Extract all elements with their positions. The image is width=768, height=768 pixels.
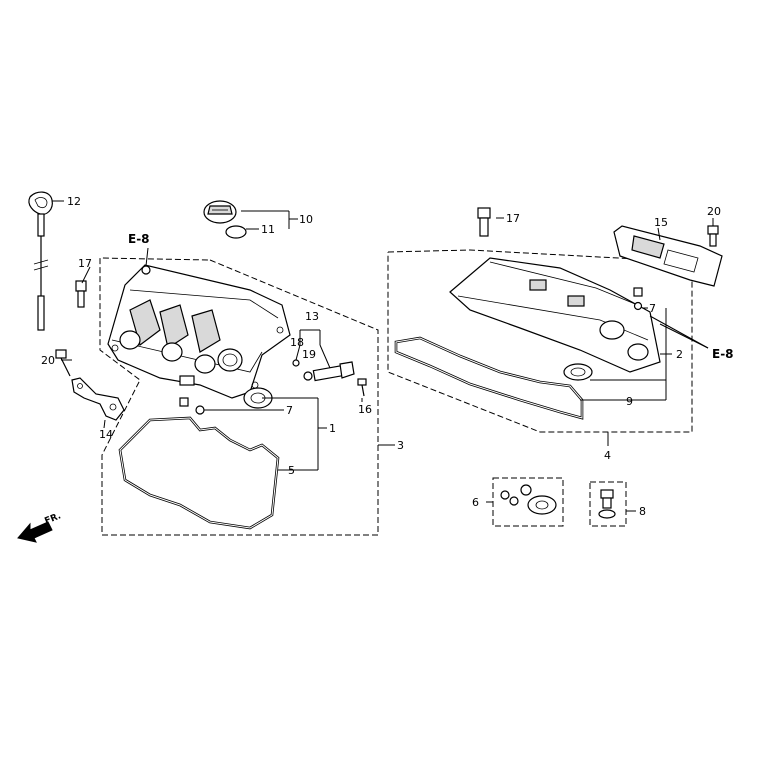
callout-11: 11 — [261, 223, 275, 236]
bolt-20-right — [707, 225, 719, 247]
leader-lines — [52, 200, 714, 512]
assembly-box-4 — [387, 249, 693, 433]
callout-18: 18 — [290, 336, 304, 349]
callout-7-right: 7 — [649, 302, 656, 315]
callout-5: 5 — [288, 464, 295, 477]
bracket — [71, 377, 125, 421]
callout-19: 19 — [302, 348, 316, 361]
callouts: 12 10 11 17 20 14 13 18 19 16 7 1 5 3 17… — [41, 195, 721, 518]
bolt-20-left — [55, 349, 71, 377]
dipstick — [28, 191, 53, 331]
callout-20-left: 20 — [41, 354, 55, 367]
washer-18 — [292, 359, 300, 367]
callout-9: 9 — [626, 395, 633, 408]
engine-cover — [613, 225, 723, 287]
callout-4: 4 — [604, 449, 611, 462]
callout-15: 15 — [654, 216, 668, 229]
callout-16: 16 — [358, 403, 372, 416]
callout-2: 2 — [676, 348, 683, 361]
callout-20-right: 20 — [707, 205, 721, 218]
ref-label-left: E-8 — [128, 232, 150, 246]
seal-rear — [563, 363, 593, 381]
oil-filler-cap — [203, 200, 237, 224]
callout-13: 13 — [305, 310, 319, 323]
head-cover-front — [107, 264, 291, 399]
callout-6: 6 — [472, 496, 479, 509]
bolt-7-front — [179, 397, 205, 415]
pcv-valve — [312, 361, 355, 382]
callout-10: 10 — [299, 213, 313, 226]
kit-box-8 — [589, 481, 627, 527]
callout-3: 3 — [397, 439, 404, 452]
gasket-front — [118, 416, 280, 530]
ref-label-right: E-8 — [712, 347, 734, 361]
bolt-17-right — [477, 207, 491, 237]
bolt-17-left — [75, 280, 87, 308]
bolt-7-rear — [633, 287, 643, 311]
callout-1: 1 — [329, 422, 336, 435]
callout-12: 12 — [67, 195, 81, 208]
assembly-box-3 — [99, 257, 379, 536]
o-ring — [225, 225, 247, 239]
front-direction-arrow: FR. — [17, 511, 63, 543]
kit-6-parts — [500, 484, 557, 515]
callout-17-right: 17 — [506, 212, 520, 225]
callout-17-left: 17 — [78, 257, 92, 270]
callout-7-left: 7 — [286, 404, 293, 417]
gasket-rear — [394, 336, 584, 420]
bolt-16 — [357, 378, 367, 397]
o-ring-19 — [303, 371, 313, 381]
direction-label: FR. — [43, 511, 62, 527]
head-cover-rear — [449, 257, 661, 373]
callout-14: 14 — [99, 428, 113, 441]
callout-8: 8 — [639, 505, 646, 518]
kit-8-parts — [598, 489, 616, 519]
